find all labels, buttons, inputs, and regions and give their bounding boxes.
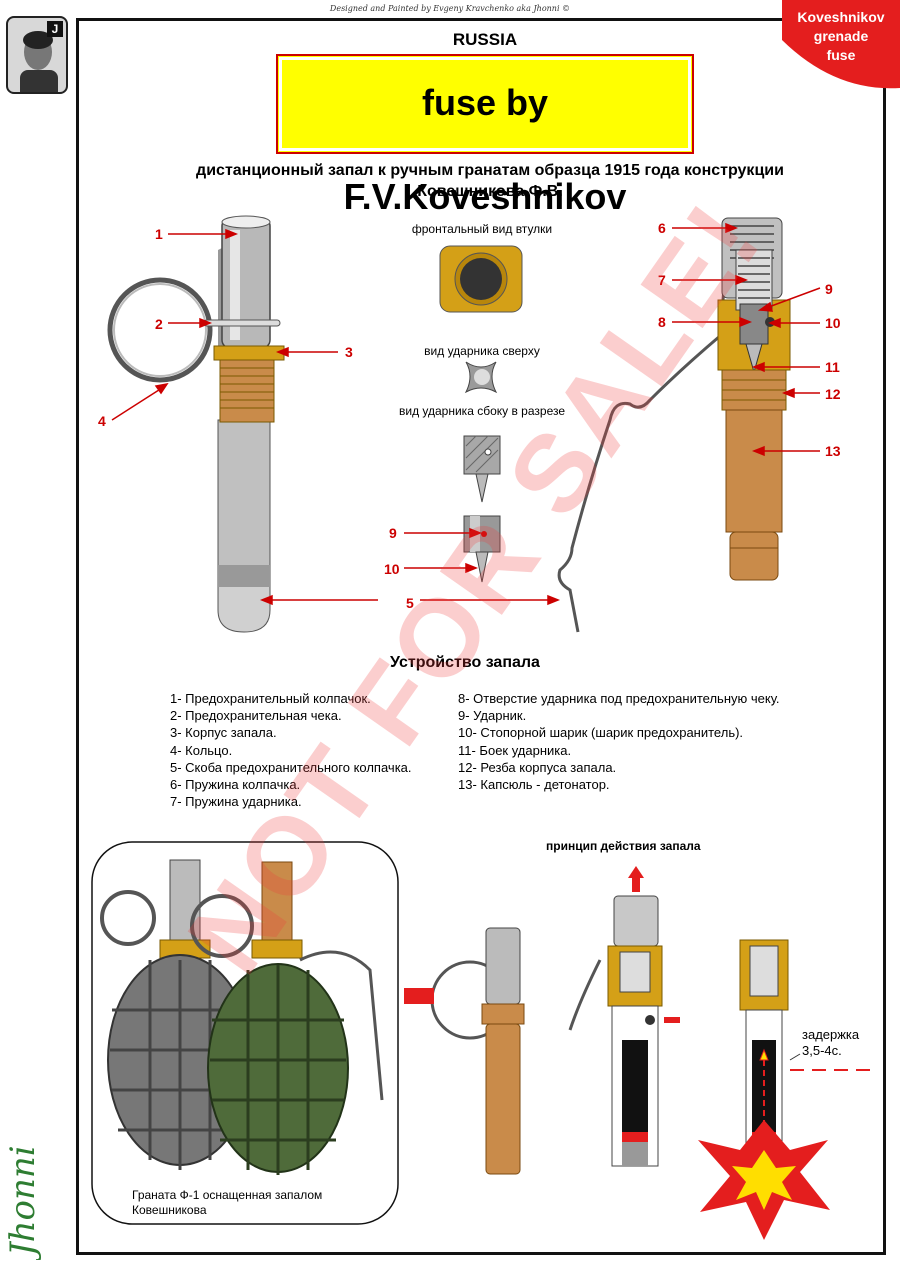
designer-credit: Designed and Painted by Evgeny Kravchenk… [329,4,571,13]
callout-1: 1 [155,226,163,242]
legend-item: 13- Капсюль - детонатор. [458,777,610,793]
author-portrait-icon [20,31,58,92]
legend-item: 12- Резба корпуса запала. [458,759,617,775]
delay-line: 3,5-4с. [802,1043,842,1058]
country-label: RUSSIA [452,30,518,49]
callout-13: 13 [825,443,841,459]
legend-item: 9- Ударник. [458,708,527,724]
corner-badge-line: grenade [813,28,869,44]
callout-8: 8 [658,314,666,330]
grenade-f1-gray [100,859,253,1170]
callout-4: 4 [98,413,106,429]
delay-line: задержка [802,1027,860,1042]
legend-item: 5- Скоба предохранительного колпачка. [170,759,412,775]
section-title: Устройство запала [390,654,540,671]
grenade-caption: Граната Ф-1 оснащенная запалом Ковешнико… [132,1188,322,1218]
striker-assembled [463,515,501,583]
corner-badge-shape [782,0,900,89]
principle-step-1 [404,927,525,1175]
legend-item: 4- Кольцо. [170,742,233,758]
callout-3: 3 [345,344,353,360]
legend-item: 3- Корпус запала. [170,725,277,741]
bushing-front-view [439,245,523,313]
signature-text: Jhonni [4,1145,43,1260]
legend-right: 8- Отверстие ударника под предохранитель… [458,690,780,793]
callout-9: 9 [825,281,833,297]
subtitle-line: дистанционный запал к ручным гранатам об… [196,162,784,179]
lever-wire [557,239,730,633]
callout-7: 7 [658,272,666,288]
legend-item: 7- Пружина ударника. [170,794,302,810]
callout-arrows-right [672,222,821,457]
callout-arrows-center [404,527,483,574]
legend-item: 8- Отверстие ударника под предохранитель… [458,691,780,706]
author-avatar: J [6,16,68,94]
page-title: fuse by F.V.Koveshnikov [343,82,627,217]
grenade-f1-green [190,861,384,1175]
principle-step-2 [568,866,680,1167]
subtitle-line: Ковешникова Ф.В. [417,183,563,200]
legend-item: 1- Предохранительный колпачок. [170,691,371,706]
callout-9-center: 9 [389,525,397,541]
callout-10: 10 [825,315,841,331]
callout-10-center: 10 [384,561,400,577]
callout-5: 5 [406,595,414,611]
callout-12: 12 [825,386,841,402]
legend-left: 1- Предохранительный колпачок. 2- Предох… [170,690,412,810]
legend-item: 2- Предохранительная чека. [170,708,342,724]
delay-label: задержка 3,5-4с. [802,1027,859,1059]
ring-icon [107,277,213,383]
corner-badge-line: fuse [826,47,856,63]
signature-graphic: Jhonni [4,1145,43,1260]
grenade-caption-line: Граната Ф-1 оснащенная запалом [132,1188,323,1202]
fuse-external-view [107,215,285,633]
corner-badge-text: Koveshnikov grenade fuse [782,8,900,65]
callout-arrows-left [111,228,561,606]
view-label-front: фронтальный вид втулки [411,222,553,236]
callout-11: 11 [825,359,840,375]
callout-2: 2 [155,316,163,332]
fuse-cross-section [717,217,791,581]
author-signature: Jhonni [4,1080,44,1260]
title-box: fuse by F.V.Koveshnikov [276,54,694,217]
legend-item: 11- Боек ударника. [458,742,572,758]
view-label-side: вид ударника сбоку в разрезе [398,404,566,418]
grenade-caption-line: Ковешникова [132,1203,207,1217]
striker-side-section [463,435,501,503]
view-label-top: вид ударника сверху [424,344,540,358]
poster-frame [76,18,886,1255]
principle-label: принцип действия запала [546,839,701,853]
callout-6: 6 [658,220,666,236]
legend-item: 10- Стопорной шарик (шарик предохранител… [458,725,744,741]
corner-badge-line: Koveshnikov [797,9,885,25]
author-badge: J [47,21,63,37]
legend-item: 6- Пружина колпачка. [170,777,301,793]
subtitle: дистанционный запал к ручным гранатам об… [130,160,850,202]
principle-step-3 [698,939,870,1240]
striker-top-view [464,361,498,394]
